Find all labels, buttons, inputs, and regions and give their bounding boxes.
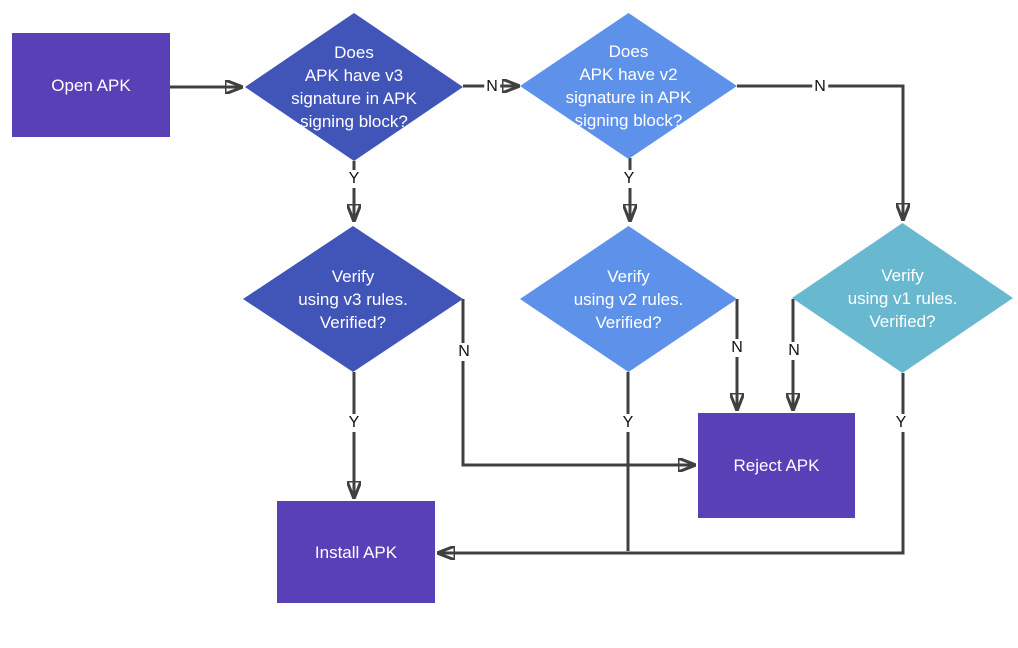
edge-label-hasv2-yes: Y xyxy=(621,170,637,188)
edge-label-verifyv2-no: N xyxy=(729,339,745,357)
edge-label-verifyv1-no: N xyxy=(786,342,802,360)
edge-label-hasv2-no: N xyxy=(812,78,828,96)
node-reject-apk: Reject APK xyxy=(698,413,855,518)
node-install-apk: Install APK xyxy=(277,501,435,603)
connector-verifyv1-yes-install xyxy=(439,373,905,553)
edge-label-verifyv2-yes: Y xyxy=(620,414,636,432)
edge-label-verifyv3-no: N xyxy=(456,343,472,361)
edge-label-hasv3-no: N xyxy=(484,78,500,96)
edge-label-verifyv3-yes: Y xyxy=(346,414,362,432)
connector-hasv2-no-verifyv1 xyxy=(737,84,903,219)
edge-label-verifyv1-yes: Y xyxy=(893,414,909,432)
node-open-apk: Open APK xyxy=(12,33,170,137)
edge-label-hasv3-yes: Y xyxy=(346,170,362,188)
